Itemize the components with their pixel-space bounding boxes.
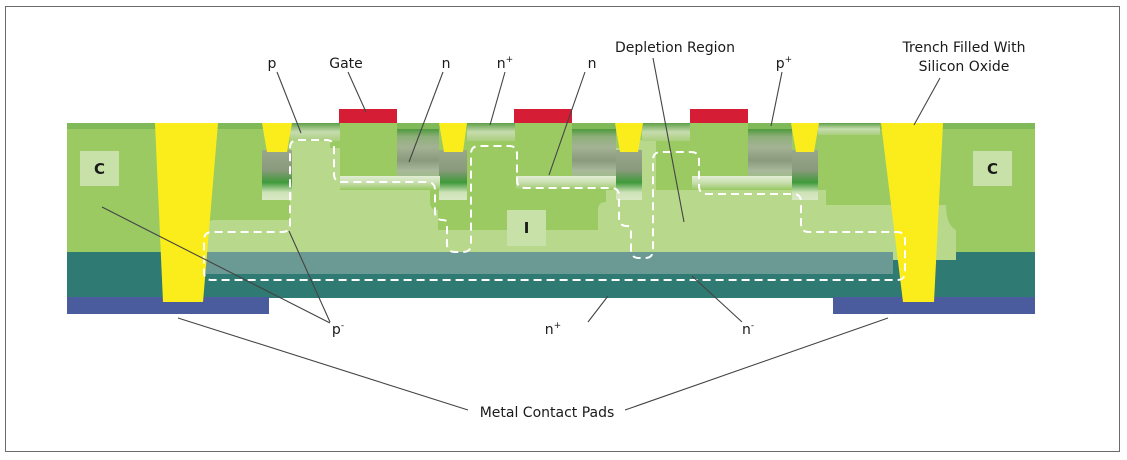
svg-text:I: I [524, 219, 530, 237]
gate-3 [690, 109, 748, 123]
label-n-minus: n- [742, 321, 754, 338]
p-surface-strip [290, 123, 340, 141]
svg-text:C: C [94, 160, 105, 178]
label-p-plus: p+ [776, 55, 792, 72]
label-depletion-region: Depletion Region [615, 40, 735, 56]
p-plus-column-2 [439, 150, 467, 200]
surface-strip-3 [642, 123, 690, 141]
label-n-left: n [442, 56, 451, 72]
gate-body-2 [515, 123, 572, 176]
n-channel-strip-1 [340, 176, 440, 189]
p-plus-column-1 [262, 150, 292, 200]
depletion-region [205, 140, 956, 260]
small-trench-4 [791, 123, 819, 152]
label-gate: Gate [329, 56, 363, 72]
small-trench-3 [615, 123, 643, 152]
n-drift-column-3 [748, 129, 792, 181]
label-p: p [268, 56, 277, 72]
p-plus-column-3 [616, 150, 642, 200]
small-trench-2 [439, 123, 467, 152]
oxide-trench-left [155, 123, 218, 302]
gate-2 [514, 109, 572, 123]
label-trench-line2: Silicon Oxide [919, 59, 1010, 75]
n-drift-column-2 [572, 129, 616, 181]
n-channel-strip-3 [692, 176, 792, 189]
label-trench-line1: Trench Filled With [902, 40, 1026, 56]
region-label-i: I [507, 210, 546, 246]
metal-contact-pad-right [833, 297, 1035, 314]
depletion-region-n-layer [205, 252, 893, 274]
p-plus-column-4 [792, 150, 818, 200]
label-n-plus-bottom: n+ [545, 321, 561, 338]
small-trench-1 [262, 123, 292, 152]
n-channel-strip-2 [516, 176, 616, 189]
oxide-trench-right [881, 123, 943, 302]
gate-body-1 [340, 123, 397, 176]
metal-contact-pad-left [67, 297, 269, 314]
region-label-c-right: C [973, 151, 1012, 186]
depletion-boundary [203, 139, 906, 281]
leader-lines [101, 57, 941, 411]
n-plus-surface-strip [467, 123, 515, 141]
label-n-plus-top: n+ [497, 55, 513, 72]
label-p-minus: p- [332, 321, 344, 338]
svg-text:C: C [987, 160, 998, 178]
gate-1 [339, 109, 397, 123]
p-plus-surface-strip [818, 123, 880, 135]
label-n-mid: n [588, 56, 597, 72]
label-metal-contact-pads: Metal Contact Pads [480, 405, 615, 421]
region-label-c-left: C [80, 151, 119, 186]
